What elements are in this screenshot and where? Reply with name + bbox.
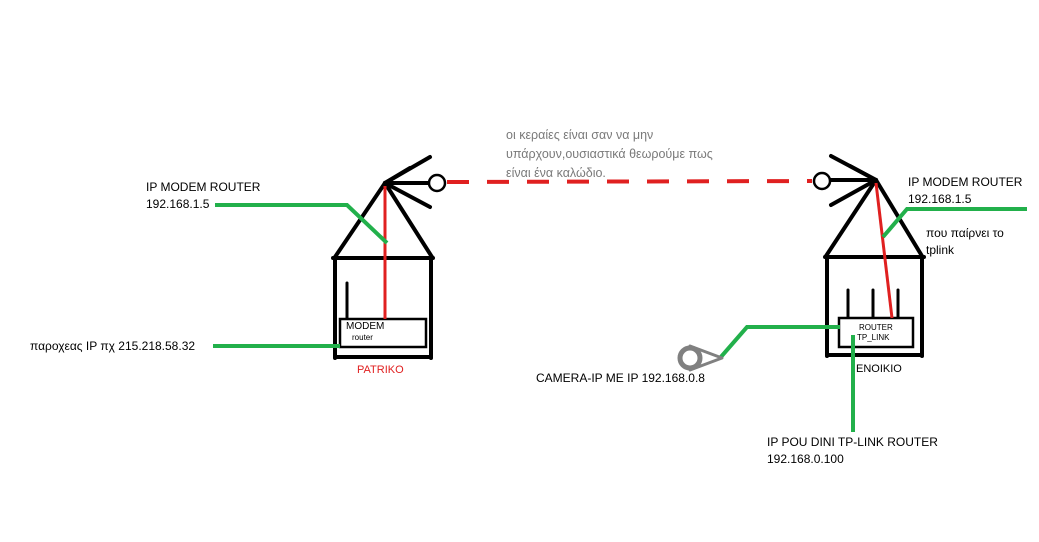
- right-ip-value: 192.168.1.5: [908, 192, 972, 206]
- right-ip-cable: [881, 207, 1027, 239]
- left-ip-cable: [215, 203, 389, 245]
- camera-label: CAMERA-IP ME IP 192.168.0.8: [536, 371, 705, 385]
- left-site-name: PATRIKO: [357, 364, 404, 376]
- right-site-name: ΕΝΟΙΚΙΟ: [856, 363, 902, 375]
- camera-cable: [718, 325, 840, 360]
- right-tower: [823, 154, 926, 358]
- left-ip-value: 192.168.1.5: [146, 197, 210, 211]
- left-tower: [331, 155, 435, 360]
- left-dish-bottom: [383, 181, 432, 209]
- left-ip-label: IP MODEM ROUTER: [146, 180, 261, 194]
- right-dish-bottom: [829, 178, 878, 207]
- tplink-note-line-2: tplink: [926, 243, 955, 257]
- antenna-note-line-1: οι κεραίες είναι σαν να μην: [506, 128, 654, 142]
- modem-sub: router: [352, 333, 373, 342]
- right-dish-head: [812, 171, 832, 191]
- router-title: ROUTER: [859, 323, 893, 332]
- left-dish-back: [383, 166, 412, 185]
- antenna-note: οι κεραίες είναι σαν να μην υπάρχουν,ουσ…: [506, 126, 736, 183]
- right-dish-back: [848, 164, 878, 182]
- modem-title: MODEM: [346, 321, 385, 332]
- wireless-link-dashed: [446, 179, 813, 184]
- tplink-dini-label: IP POU DINI TP-LINK ROUTER: [767, 435, 938, 449]
- camera-icon: [677, 344, 724, 372]
- antenna-note-line-2: υπάρχουν,ουσιαστικά θεωρούμε πως: [506, 147, 713, 161]
- left-dish-head: [427, 173, 447, 193]
- left-modem-box: [338, 317, 428, 349]
- right-antenna-feed: [874, 182, 894, 319]
- right-ip-label: IP MODEM ROUTER: [908, 175, 1023, 189]
- left-isp-label: παροχεας IP πχ 215.218.58.32: [30, 339, 196, 353]
- tplink-note-line-1: που παίρνει το: [926, 226, 1004, 240]
- antenna-note-line-3: είναι ένα καλώδιο.: [506, 166, 606, 180]
- router-sub: TP_LINK: [857, 333, 890, 342]
- tplink-dini-value: 192.168.0.100: [767, 452, 844, 466]
